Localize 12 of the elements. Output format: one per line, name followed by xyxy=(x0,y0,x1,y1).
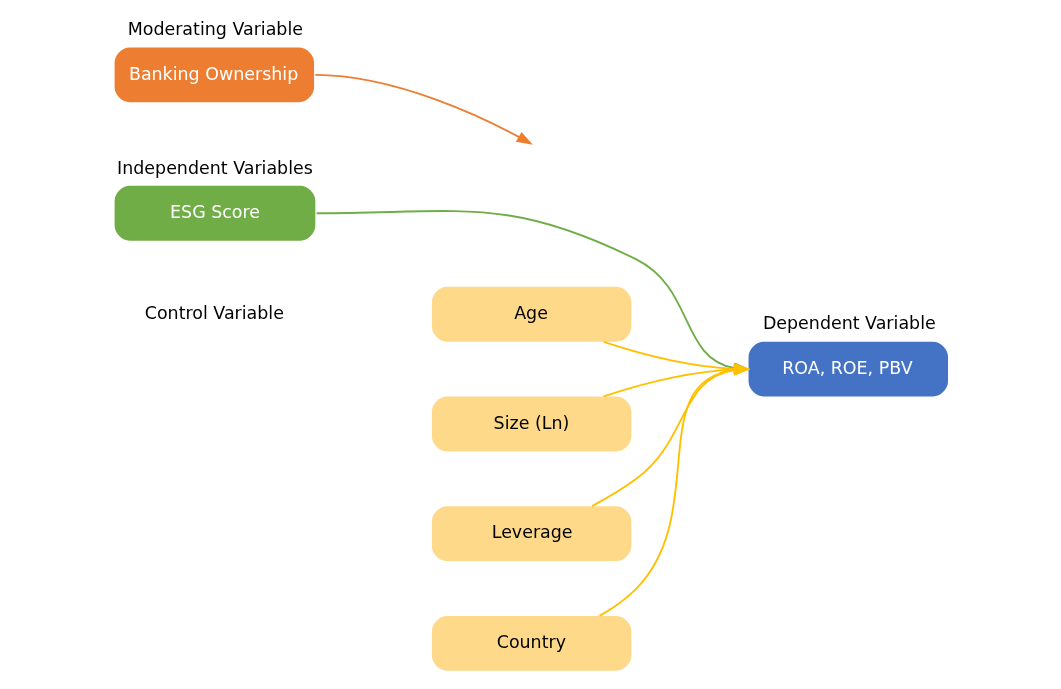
node-box: Banking Ownership xyxy=(114,47,314,103)
node-label: Independent Variables xyxy=(116,157,313,178)
arrow xyxy=(313,73,533,145)
node-box: ESG Score xyxy=(114,185,315,241)
node-box: Age xyxy=(431,286,631,342)
node-label: Moderating Variable xyxy=(127,19,303,40)
node-box: Leverage xyxy=(431,506,631,562)
node-box: Size (Ln) xyxy=(431,396,631,452)
label: Control Variable xyxy=(144,302,284,323)
node-label: Dependent Variable xyxy=(762,313,936,334)
node-box: ROA, ROE, PBV xyxy=(748,341,948,397)
node-box: Country xyxy=(431,615,631,671)
